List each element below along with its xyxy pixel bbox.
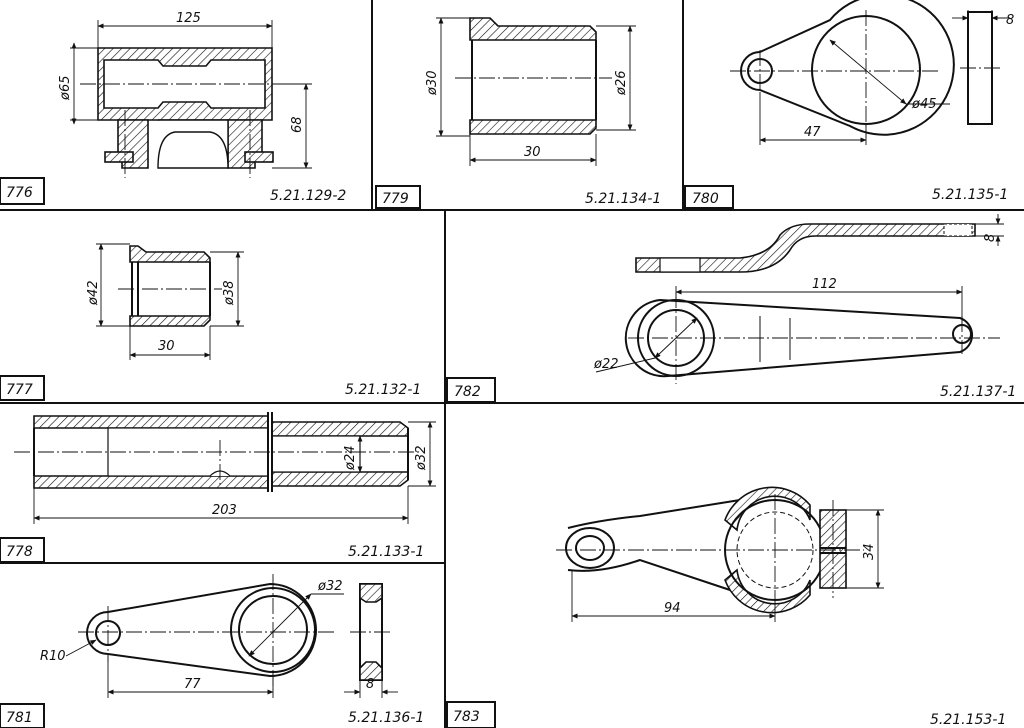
- dim-length: 30: [158, 339, 175, 354]
- panel-781: 781 5.21.136-1 ø32 R10 77: [0, 574, 424, 728]
- dimensions-781: ø32 R10 77 8: [40, 579, 398, 698]
- panel-778: 778 5.21.133-1 ø24 ø32: [0, 412, 436, 563]
- dim-center-distance: 77: [184, 677, 201, 692]
- dimensions-780: ø45 47 8: [759, 10, 1014, 145]
- dim-thickness: 8: [983, 234, 998, 242]
- dim-inner-diameter: ø26: [614, 71, 629, 97]
- dim-center-distance: 112: [812, 277, 837, 292]
- part-code: 5.21.133-1: [348, 544, 424, 560]
- panel-number: 783: [453, 709, 480, 725]
- part-drawing-779: [455, 17, 612, 135]
- dim-outer-diameter: ø42: [86, 281, 101, 307]
- panel-number: 782: [454, 384, 481, 400]
- dim-length: 30: [524, 145, 541, 160]
- dimensions-777: ø42 ø38 30: [86, 243, 244, 360]
- dim-diameter: ø65: [58, 76, 73, 102]
- dim-outer-diameter: ø32: [414, 446, 429, 472]
- panel-number: 779: [382, 191, 409, 207]
- dimensions-782: 8 112 ø22: [593, 214, 1004, 373]
- part-code: 5.21.136-1: [348, 710, 424, 726]
- panel-number: 780: [692, 191, 719, 207]
- panel-number: 778: [6, 544, 33, 560]
- panel-number: 777: [6, 382, 33, 398]
- part-drawing-778: [14, 412, 420, 492]
- dim-center-distance: 47: [804, 125, 821, 140]
- dim-thickness: 8: [366, 677, 374, 692]
- dim-outer-diameter: ø30: [425, 71, 440, 97]
- dimensions-783: 34 94: [571, 509, 884, 622]
- panel-782: 782 5.21.137-1 8 112: [446, 214, 1016, 403]
- dim-diameter: ø32: [317, 579, 343, 594]
- dim-inner-diameter: ø38: [222, 281, 237, 307]
- dimensions-776: 125 ø65 68: [58, 11, 312, 169]
- part-code: 5.21.132-1: [345, 382, 421, 398]
- dim-height: 68: [290, 116, 305, 133]
- dim-thickness: 8: [1006, 13, 1014, 28]
- dim-height: 34: [862, 543, 877, 560]
- part-drawing-781: [78, 574, 392, 690]
- dim-diameter: ø45: [911, 97, 937, 112]
- dim-bore: ø22: [593, 357, 619, 372]
- dim-inner-diameter: ø24: [343, 446, 358, 472]
- dimensions-779: ø30 ø26 30: [425, 17, 636, 166]
- panel-777: 777 5.21.132-1 ø42 ø38 30: [0, 243, 421, 401]
- part-code: 5.21.153-1: [930, 712, 1006, 728]
- dimensions-778: ø24 ø32 203: [33, 421, 436, 524]
- panel-783: 783 5.21.153-1 34 94: [446, 486, 1006, 728]
- part-drawing-782: [624, 223, 1000, 384]
- panel-779: 779 5.21.134-1 ø30 ø26 30: [375, 17, 661, 209]
- dim-radius: R10: [40, 649, 66, 664]
- part-code: 5.21.129-2: [270, 188, 346, 204]
- panel-number: 781: [6, 710, 33, 726]
- panel-number: 776: [6, 185, 33, 201]
- dim-length: 125: [176, 11, 201, 26]
- part-code: 5.21.134-1: [585, 191, 661, 207]
- part-code: 5.21.137-1: [940, 384, 1016, 400]
- part-code: 5.21.135-1: [932, 187, 1008, 203]
- part-drawing-777: [118, 245, 222, 327]
- dim-length: 203: [212, 503, 237, 518]
- panel-780: 780 5.21.135-1 ø45 47 8: [684, 0, 1014, 209]
- part-drawing-776: [80, 47, 290, 178]
- panel-776: 776 5.21.129-2 125 ø65 68: [0, 11, 346, 205]
- part-drawing-783: [556, 486, 864, 614]
- dim-center-distance: 94: [664, 601, 681, 616]
